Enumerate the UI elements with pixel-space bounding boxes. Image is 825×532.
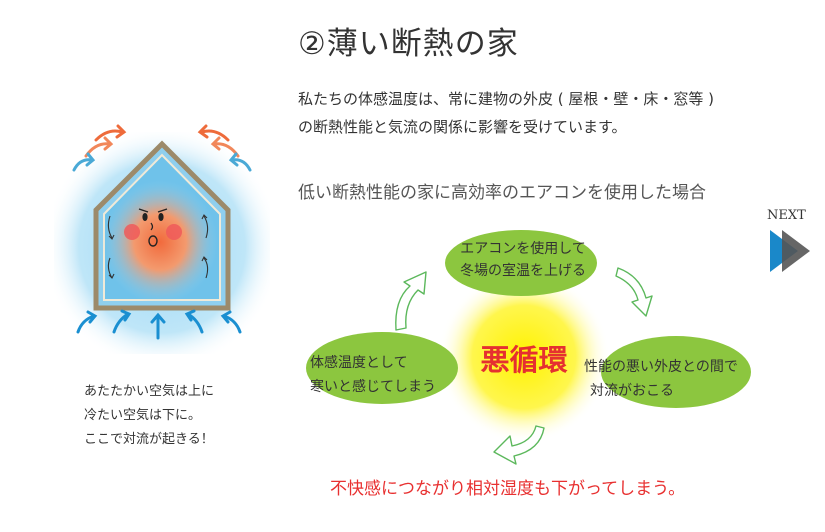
convection-arrows-icon: [107, 214, 209, 279]
intro-line-1: 私たちの体感温度は、常に建物の外皮 ( 屋根・壁・床・窓等 ): [298, 90, 715, 108]
face-icon: [124, 208, 182, 247]
cycle-arrow-left-icon: [395, 271, 427, 331]
bubble-right-line-2: 対流がおこる: [590, 383, 674, 399]
cold-air-arrows-icon: [76, 309, 242, 340]
center-glow: [438, 271, 610, 443]
conclusion-text: 不快感につながり相対湿度も下がってしまう。: [330, 479, 686, 499]
next-arrow-icon: [770, 230, 810, 272]
next-label: NEXT: [767, 208, 806, 223]
house-caption-line-3: ここで対流が起きる！: [84, 432, 214, 447]
bubble-left: [306, 332, 458, 404]
warm-air-arrows-right-icon: [197, 124, 252, 172]
bubble-top: [445, 230, 597, 296]
warm-air-arrows-left-icon: [72, 124, 127, 172]
next-button[interactable]: NEXT: [762, 206, 820, 276]
vicious-cycle-label: 悪循環: [480, 343, 568, 377]
bubble-top-line-2: 冬場の室温を上げる: [460, 263, 586, 279]
bubble-right-line-1: 性能の悪い外皮との間で: [584, 359, 738, 375]
intro-line-2: の断熱性能と気流の関係に影響を受けています。: [298, 118, 627, 136]
cycle-arrow-top-right-icon: [615, 267, 653, 317]
cycle-arrow-bottom-icon: [493, 425, 545, 465]
vicious-cycle-diagram: [306, 230, 751, 465]
bubble-left-line-1: 体感温度として: [310, 355, 408, 371]
house-caption-line-2: 冷たい空気は下に。: [84, 408, 202, 423]
house-caption-line-1: あたたかい空気は上に: [84, 384, 215, 399]
page-title: ②薄い断熱の家: [298, 26, 519, 62]
bubble-left-line-2: 寒いと感じてしまう: [310, 379, 436, 395]
warm-air-glow: [102, 180, 218, 304]
scenario-subtitle: 低い断熱性能の家に高効率のエアコンを使用した場合: [298, 183, 706, 203]
house-illustration: [54, 124, 270, 354]
bubble-top-line-1: エアコンを使用して: [460, 241, 586, 257]
bubble-right: [601, 336, 751, 408]
